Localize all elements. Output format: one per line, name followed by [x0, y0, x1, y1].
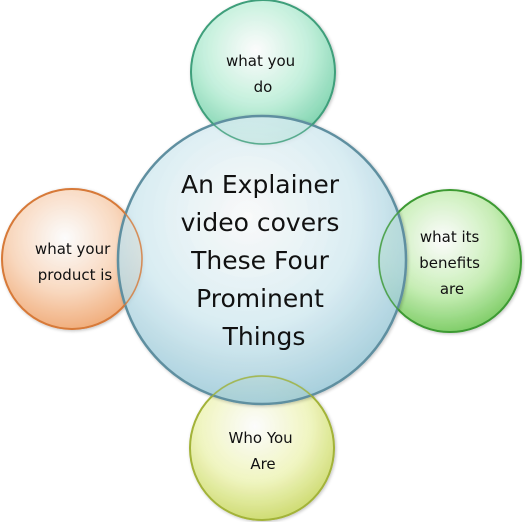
bottom-circle-outline — [189, 375, 335, 521]
right-label-line: benefits — [419, 254, 480, 272]
right-label: what its benefits are — [419, 228, 484, 298]
left-node: what your product is — [1, 188, 143, 330]
bottom-label: Who You Are — [229, 429, 298, 473]
top-label-line: what you — [226, 52, 295, 70]
right-circle-outline — [378, 189, 522, 333]
center-label: An Explainer video covers These Four Pro… — [181, 170, 348, 351]
right-node: what its benefits are — [378, 189, 522, 333]
right-label-line: are — [440, 280, 464, 298]
left-label-line: product is — [38, 266, 113, 284]
center-label-line: An Explainer — [181, 170, 340, 199]
left-label-line: what your — [35, 240, 111, 258]
left-circle-outline — [1, 188, 143, 330]
top-circle-outline — [190, 0, 336, 145]
center-label-line: Things — [222, 322, 306, 351]
right-label-line: what its — [420, 228, 480, 246]
top-label: what you do — [226, 52, 300, 96]
center-label-line: These Four — [190, 246, 329, 275]
left-label: what your product is — [35, 240, 115, 284]
center-label-line: Prominent — [196, 284, 324, 313]
top-label-line: do — [254, 78, 273, 96]
center-label-line: video covers — [181, 208, 340, 237]
bottom-label-line: Are — [250, 455, 275, 473]
bottom-label-line: Who You — [229, 429, 293, 447]
center-circle — [116, 114, 408, 406]
